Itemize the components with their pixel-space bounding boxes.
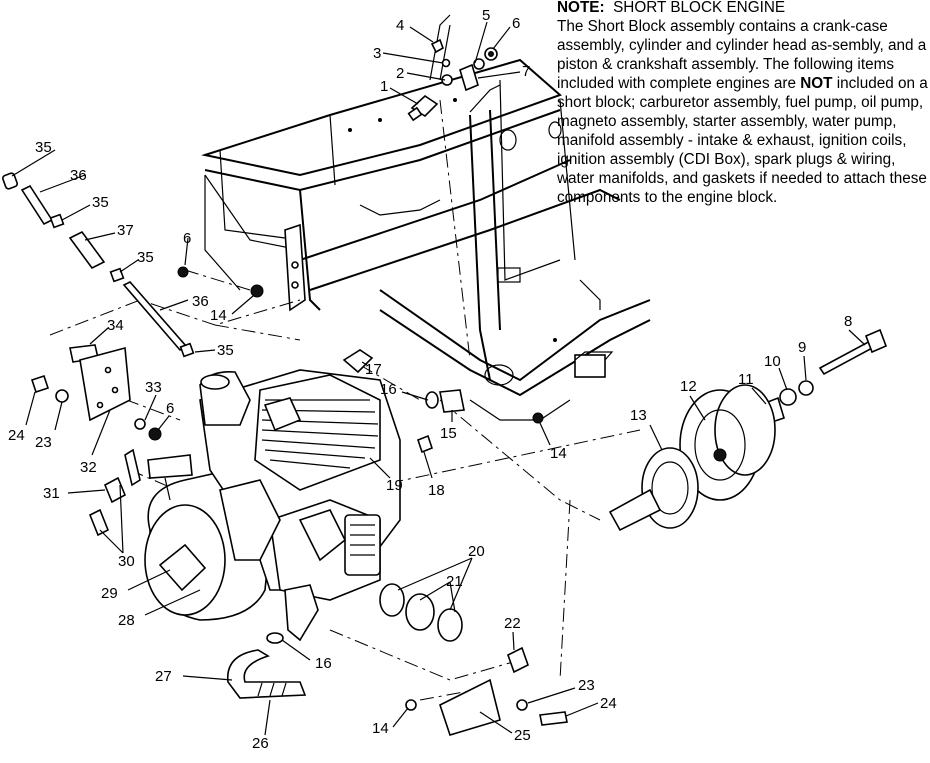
note-text-emphasis: NOT: [800, 75, 833, 92]
callout-24-a: 24: [8, 427, 25, 444]
callout-17: 17: [365, 361, 382, 378]
callout-35-d: 35: [217, 342, 234, 359]
callout-23-b: 23: [578, 677, 595, 694]
callout-16-a: 16: [380, 381, 397, 398]
callout-22: 22: [504, 615, 521, 632]
callout-14-a: 14: [210, 307, 227, 324]
callout-37: 37: [117, 222, 134, 239]
callout-12: 12: [680, 378, 697, 395]
callout-14-c: 14: [372, 720, 389, 737]
callout-9: 9: [798, 339, 806, 356]
callout-23-a: 23: [35, 434, 52, 451]
callout-15: 15: [440, 425, 457, 442]
callout-21: 21: [446, 573, 463, 590]
frame-mount-bracket: [284, 223, 306, 312]
callout-6-mid: 6: [183, 230, 191, 247]
callout-16-b: 16: [315, 655, 332, 672]
note-text-part-2: included on a short block; carburetor as…: [557, 75, 928, 206]
callout-6-top: 6: [512, 15, 520, 32]
leader-lines: [11, 21, 866, 736]
callout-25: 25: [514, 727, 531, 744]
callout-5: 5: [482, 7, 490, 24]
callout-20: 20: [468, 543, 485, 560]
callout-19: 19: [386, 477, 403, 494]
callout-26: 26: [252, 735, 269, 752]
short-block-note: NOTE: SHORT BLOCK ENGINE The Short Block …: [557, 0, 929, 207]
callout-13: 13: [630, 407, 647, 424]
note-label: NOTE:: [557, 0, 605, 16]
callout-10: 10: [764, 353, 781, 370]
note-text-part-1: The Short Block assembly contains a cran…: [557, 18, 927, 92]
callout-14-b: 14: [550, 445, 567, 462]
note-body: NOTE: SHORT BLOCK ENGINE The Short Block …: [557, 0, 929, 207]
callout-36-a: 36: [70, 167, 87, 184]
recoil-diamond-emblem: [158, 543, 207, 592]
callout-35-a: 35: [35, 139, 52, 156]
callout-8: 8: [844, 313, 852, 330]
callout-11: 11: [738, 371, 754, 388]
callout-24-b: 24: [600, 695, 617, 712]
engine-short-block: [144, 369, 401, 642]
callout-36-b: 36: [192, 293, 209, 310]
callout-27: 27: [155, 668, 172, 685]
callout-2: 2: [396, 65, 404, 82]
callout-33: 33: [145, 379, 162, 396]
callout-4: 4: [396, 17, 404, 34]
callout-35-c: 35: [137, 249, 154, 266]
callout-35-b: 35: [92, 194, 109, 211]
callout-34: 34: [107, 317, 124, 334]
callout-3: 3: [373, 45, 381, 62]
callout-28: 28: [118, 612, 135, 629]
small-parts: [2, 38, 888, 736]
callout-numbers: 4 5 6 3 2 7 1 35 36 35 37 35 6 36 14 34 …: [8, 7, 852, 752]
callout-7: 7: [522, 63, 530, 80]
vehicle-frame: [201, 14, 651, 421]
callout-31: 31: [43, 485, 60, 502]
callout-30: 30: [118, 553, 135, 570]
callout-29: 29: [101, 585, 118, 602]
callout-32: 32: [80, 459, 97, 476]
callout-18: 18: [428, 482, 445, 499]
callout-6-low: 6: [166, 400, 174, 417]
note-title: SHORT BLOCK ENGINE: [613, 0, 786, 16]
callout-1: 1: [380, 78, 388, 95]
